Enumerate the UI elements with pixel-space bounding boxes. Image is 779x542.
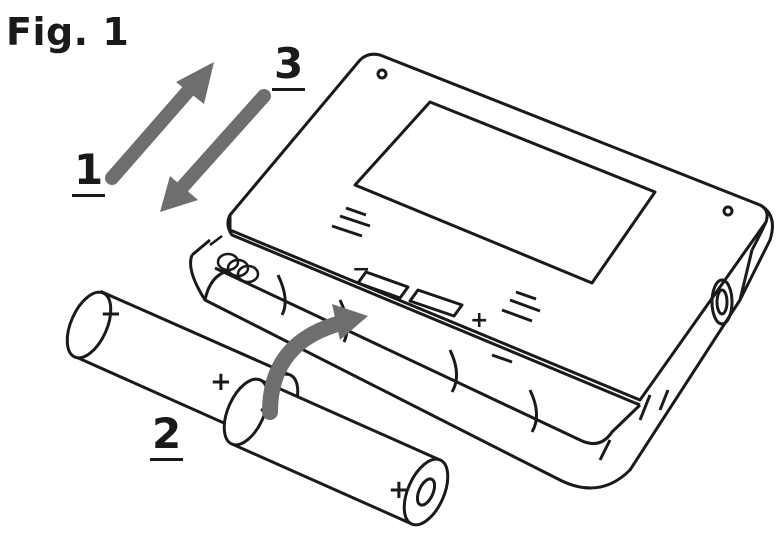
step-3-label: 3 [272,42,306,91]
device-icon [189,52,774,490]
arrow-icon [105,62,214,185]
step-1-label: 1 [72,148,106,197]
arrow-icon [160,89,271,212]
battery-icon [222,377,450,527]
battery1-plus-label: + [210,367,232,397]
battery2-plus-label: + [388,475,410,505]
battery1-minus-label: − [100,299,122,329]
figure-title: Fig. 1 [6,10,130,54]
step-2-label: 2 [150,412,184,461]
arrow-icon [262,304,368,420]
compartment-plus-label: + [470,308,488,333]
compartment-minus-label: − [352,257,370,282]
